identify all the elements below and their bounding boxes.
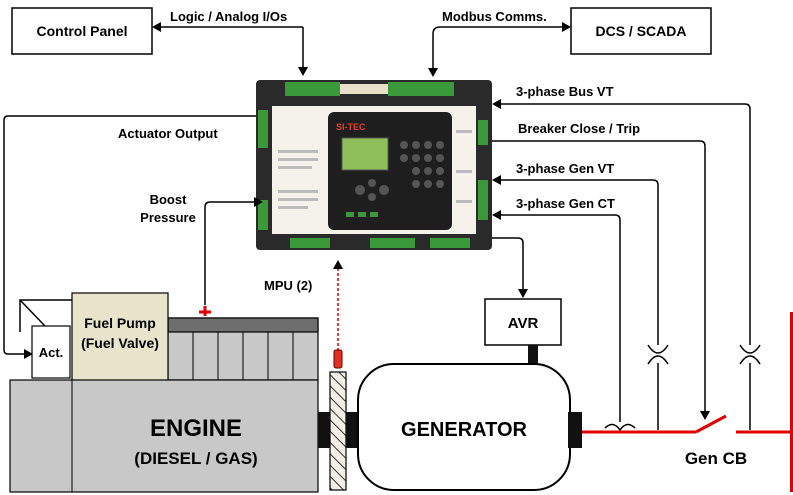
controller-brand: SI-TEC <box>336 122 366 132</box>
engine-label-1: ENGINE <box>150 415 242 442</box>
actuator-box <box>31 325 71 379</box>
breaker-link: Breaker Close / Trip <box>492 121 710 420</box>
actuator-output-label: Actuator Output <box>118 126 218 141</box>
gen-breaker: Gen CB <box>582 312 793 492</box>
modbus-link: Modbus Comms. <box>428 9 571 77</box>
engine-label-2: (DIESEL / GAS) <box>134 449 257 468</box>
control-panel-box: Control Panel <box>11 7 153 55</box>
mpu-label: MPU (2) <box>264 278 312 293</box>
dcs-scada-box: DCS / SCADA <box>570 7 712 55</box>
bus-vt-label: 3-phase Bus VT <box>516 84 614 99</box>
logic-io-label: Logic / Analog I/Os <box>170 9 287 24</box>
gen-cb-label: Gen CB <box>685 449 747 468</box>
generator-label: GENERATOR <box>401 419 527 441</box>
fuel-pump-label-2: (Fuel Valve) <box>81 335 159 351</box>
avr-label: AVR <box>508 315 539 332</box>
flywheel <box>329 371 347 491</box>
breaker-label: Breaker Close / Trip <box>518 121 640 136</box>
gen-vt-link: 3-phase Gen VT <box>492 161 669 430</box>
gen-ct-link: 3-phase Gen CT <box>492 196 636 432</box>
dcs-scada-label: DCS / SCADA <box>595 23 686 39</box>
actuator-label: Act. <box>39 345 64 360</box>
genset-controller: SI-TEC <box>256 80 492 250</box>
logic-io-link: Logic / Analog I/Os <box>152 9 308 76</box>
controller-lcd <box>341 137 389 171</box>
fuel-pump-label-1: Fuel Pump <box>84 315 156 331</box>
boost-pressure-link: Boost Pressure <box>140 192 263 316</box>
boost-label-2: Pressure <box>140 210 196 225</box>
gen-vt-label: 3-phase Gen VT <box>516 161 614 176</box>
engine-assembly: Fuel Pump (Fuel Valve) Act. ENGINE (DIES… <box>9 292 319 493</box>
bus-vt-link: 3-phase Bus VT <box>492 84 761 430</box>
coupling <box>318 371 360 491</box>
avr-link <box>492 237 528 298</box>
modbus-label: Modbus Comms. <box>442 9 547 24</box>
fuel-pump-box <box>71 292 169 382</box>
engine-block <box>9 379 319 493</box>
generator: GENERATOR <box>357 363 582 491</box>
gen-ct-label: 3-phase Gen CT <box>516 196 615 211</box>
boost-label-1: Boost <box>150 192 188 207</box>
control-panel-label: Control Panel <box>36 23 127 39</box>
actuator-output-link: Actuator Output <box>3 115 256 359</box>
avr-box: AVR <box>484 298 562 363</box>
mpu-link: MPU (2) <box>264 260 343 369</box>
